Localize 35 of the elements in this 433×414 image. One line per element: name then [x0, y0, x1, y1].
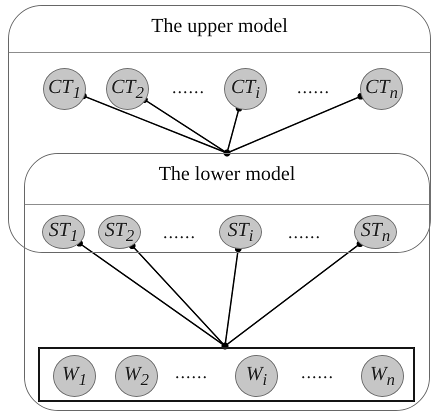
ellipsis-text: ......	[288, 222, 321, 243]
variable-label: CT$_{2}$	[111, 76, 144, 102]
variable-group-box	[38, 347, 415, 402]
variable-circle	[360, 68, 403, 110]
variable-circle	[115, 355, 158, 397]
variable-circle	[53, 355, 96, 397]
panel-title: The upper model	[151, 15, 288, 38]
ellipsis-text: ......	[163, 222, 196, 243]
connector-line	[222, 240, 364, 350]
variable-label: ST$_{i}$	[228, 218, 254, 246]
connector-line	[224, 92, 364, 156]
variable-label: CT$_{n}$	[365, 76, 398, 102]
variable-label: CT$_{i}$	[230, 76, 260, 102]
variable-circle	[235, 355, 278, 397]
variable-label: ST$_{1}$	[48, 218, 78, 246]
variable-label: ST$_{n}$	[360, 218, 390, 246]
variable-label: ST$_{2}$	[104, 218, 134, 246]
variable-circle	[43, 68, 86, 110]
variable-circle	[224, 68, 267, 110]
ellipsis-text: ......	[301, 362, 334, 383]
ellipsis-text: ......	[175, 362, 208, 383]
variable-circle	[219, 215, 262, 249]
variable-label: W$_{2}$	[124, 362, 149, 390]
variable-circle	[98, 215, 141, 249]
variable-label: W$_{i}$	[246, 362, 268, 390]
variable-circle	[42, 215, 85, 249]
variable-label: CT$_{1}$	[48, 76, 81, 102]
ellipsis-text: ......	[172, 77, 205, 98]
variable-label: W$_{1}$	[62, 362, 87, 390]
variable-circle	[354, 215, 397, 249]
variable-circle	[361, 355, 404, 397]
variable-label: W$_{n}$	[370, 362, 395, 390]
variable-circle	[106, 68, 149, 110]
panel-title: The lower model	[158, 163, 296, 186]
ellipsis-text: ......	[297, 77, 330, 98]
